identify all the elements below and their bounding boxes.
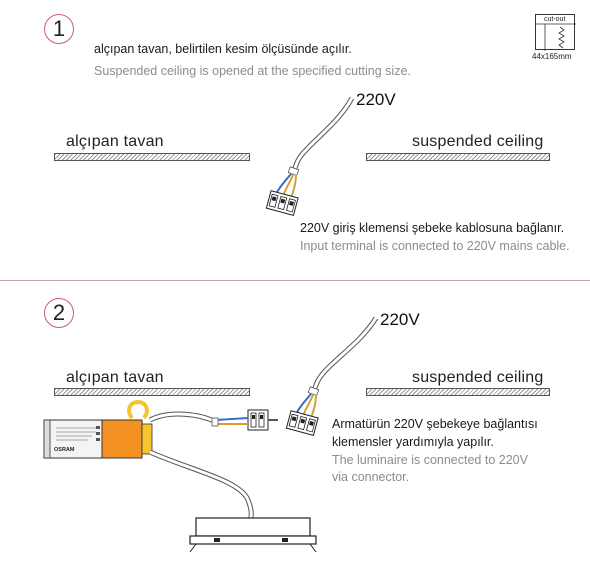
step-2-note-tr-line-2: klemensler yardımıyla yapılır. [332,435,494,449]
step-2-voltage-label: 220V [380,310,420,329]
driver-brand-label: OSRAM [54,447,75,453]
cutout-dimensions: 44x165mm [532,52,572,61]
step-1-instruction-en: Suspended ceiling is opened at the speci… [94,64,411,78]
step-2-ceiling-right-section [366,388,550,396]
step-1-ceiling-right-section [366,153,550,161]
step-2-note-en-line-2: via connector. [332,470,410,484]
step-1-voltage-label: 220V [356,90,396,109]
step-2-note-tr-line-1: Armatürün 220V şebekeye bağlantısı [332,417,538,431]
step-2-ceiling-label-en: suspended ceiling [412,369,544,386]
step-1-number: 1 [44,14,74,44]
step-2-ceiling-label-tr: alçıpan tavan [66,369,164,386]
step-2-note-en-line-1: The luminaire is connected to 220V [332,453,528,467]
cutout-icon: cut-out [535,14,576,51]
step-1-note-en: Input terminal is connected to 220V main… [300,239,570,253]
step-2-ceiling-left-section [54,388,250,396]
cutout-dimension-icon [536,23,576,51]
step-2-number: 2 [44,298,74,328]
step-1-ceiling-label-en: suspended ceiling [412,133,544,150]
cutout-label: cut-out [544,16,566,23]
section-divider [0,280,590,281]
step-1-instruction-tr: alçıpan tavan, belirtilen kesim ölçüsünd… [94,42,352,56]
step-1-ceiling-left-section [54,153,250,161]
step-1-note-tr: 220V giriş klemensi şebeke kablosuna bağ… [300,221,565,235]
step-1-ceiling-label-tr: alçıpan tavan [66,133,164,150]
